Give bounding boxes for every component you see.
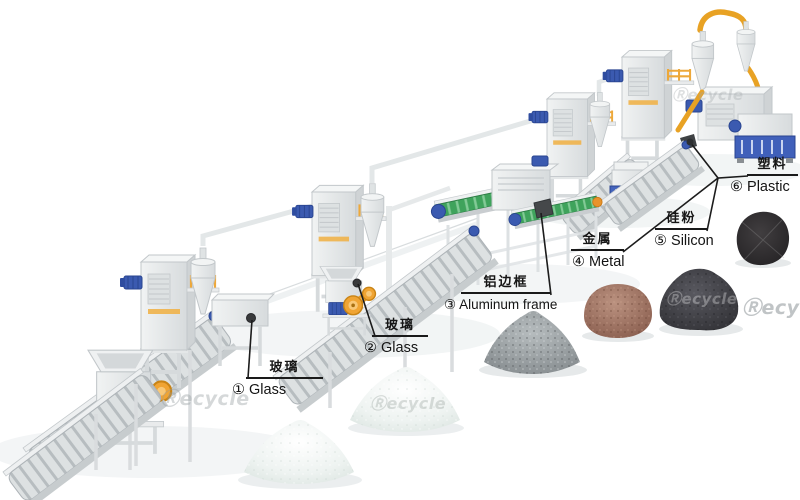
label-metal-en: ④ Metal bbox=[572, 254, 625, 270]
label-aluminum-frame-zh: 铝边框 bbox=[483, 275, 529, 290]
glass-outlet-2 bbox=[352, 278, 362, 288]
label-glass-2-en: ② Glass bbox=[364, 340, 419, 356]
label-glass-2: 玻璃 ② Glass bbox=[364, 318, 428, 356]
crushing-station-1 bbox=[2, 247, 276, 500]
label-metal-zh: 金属 bbox=[582, 232, 613, 247]
label-glass-1-en: ① Glass bbox=[232, 382, 287, 398]
material-piles bbox=[238, 211, 791, 489]
cyclone-separator-4a bbox=[691, 30, 715, 92]
glass-outlet-1 bbox=[246, 313, 256, 323]
label-glass-2-rule bbox=[372, 335, 428, 337]
air-pipe-yellow-1 bbox=[697, 9, 749, 33]
leader-line-2 bbox=[357, 283, 376, 337]
leader-lines bbox=[247, 141, 749, 379]
leader-line-5 bbox=[706, 177, 719, 232]
electrostatic-separator bbox=[728, 113, 796, 163]
cyclone-separator-4b bbox=[736, 21, 756, 72]
aluminum-discharge-chute bbox=[533, 198, 554, 219]
label-metal: 金属 ④ Metal bbox=[571, 232, 625, 270]
glass-discharge-unit bbox=[210, 293, 276, 366]
label-silicon-en: ⑤ Silicon bbox=[654, 233, 714, 249]
discharge-point-marker bbox=[686, 138, 694, 146]
label-plastic: 塑料 ⑥ Plastic bbox=[730, 157, 798, 195]
label-aluminum-frame: 铝边框 ③ Aluminum frame bbox=[444, 275, 557, 313]
label-glass-1-rule bbox=[246, 377, 323, 379]
cyclone-separator-2 bbox=[360, 183, 385, 247]
incline-conveyor-5 bbox=[598, 140, 705, 232]
label-aluminum-frame-en: ③ Aluminum frame bbox=[444, 297, 558, 312]
leader-line-4 bbox=[622, 177, 719, 253]
label-glass-2-zh: 玻璃 bbox=[384, 318, 415, 333]
leader-line-3 bbox=[540, 212, 552, 296]
leader-line-1 bbox=[247, 319, 253, 379]
label-metal-rule bbox=[571, 249, 624, 251]
leader-line-6 bbox=[689, 141, 749, 179]
label-glass-1: 玻璃 ① Glass bbox=[232, 360, 323, 398]
label-plastic-en: ⑥ Plastic bbox=[730, 179, 790, 195]
label-silicon-rule bbox=[655, 228, 708, 230]
label-plastic-rule bbox=[747, 174, 798, 176]
label-aluminum-frame-rule bbox=[461, 292, 551, 294]
label-silicon: 硅粉 ⑤ Silicon bbox=[654, 211, 714, 250]
label-glass-1-zh: 玻璃 bbox=[269, 360, 300, 375]
label-silicon-zh: 硅粉 bbox=[666, 211, 697, 226]
label-plastic-zh: 塑料 bbox=[757, 157, 788, 172]
final-separation-station bbox=[600, 9, 796, 175]
vibrating-sorter-box bbox=[490, 155, 560, 211]
plastic-pile bbox=[736, 211, 790, 266]
